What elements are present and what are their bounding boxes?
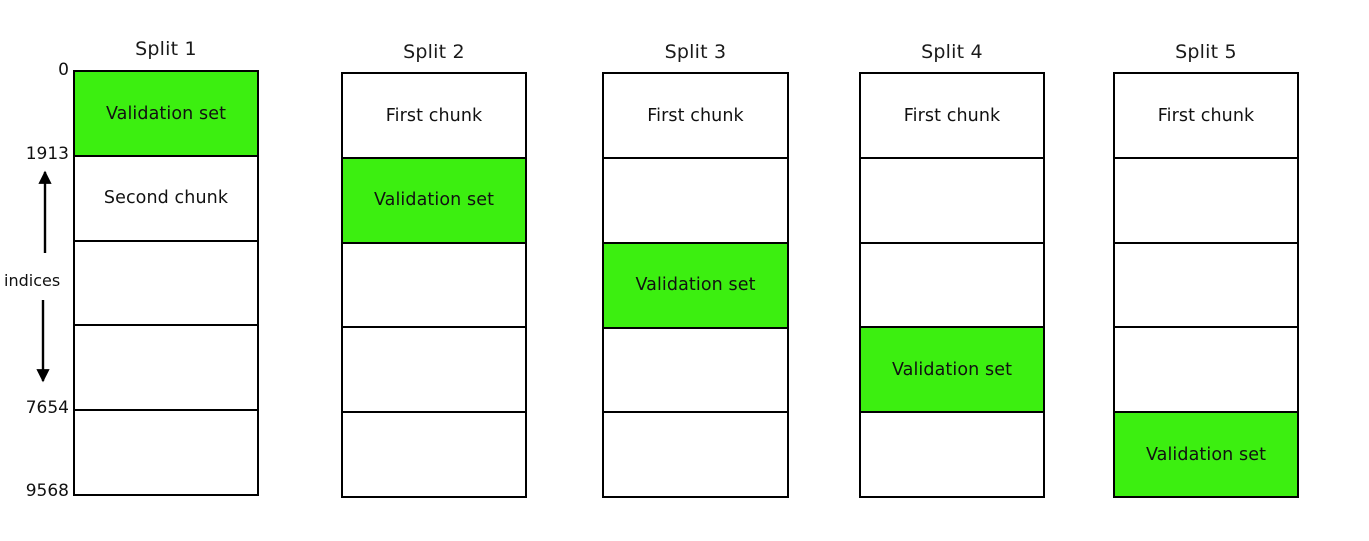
axis-tick-label: 0 (58, 60, 69, 80)
chunk-label: Validation set (373, 190, 495, 211)
axis-tick-label: 7654 (25, 398, 69, 418)
chunk-cell (1113, 241, 1299, 329)
chunk-cell (341, 326, 527, 414)
validation-chunk-cell: Validation set (341, 156, 527, 244)
chunk-cell (341, 411, 527, 499)
validation-chunk-cell: Validation set (73, 70, 259, 157)
chunk-label: Second chunk (103, 188, 229, 209)
chunk-label: Validation set (891, 359, 1013, 380)
chunk-label: First chunk (1157, 105, 1255, 126)
axis-tick-label: 1913 (25, 144, 69, 164)
chunk-cell: First chunk (602, 72, 789, 159)
chunk-cell: Second chunk (73, 154, 259, 242)
split-title: Split 2 (403, 41, 465, 63)
split-title: Split 5 (1175, 41, 1237, 63)
chunk-label: First chunk (647, 105, 744, 126)
split-title: Split 4 (921, 41, 983, 63)
chunk-label: Validation set (1145, 444, 1267, 465)
chunk-cell (859, 411, 1045, 499)
split-title: Split 3 (664, 41, 727, 63)
chunk-label: First chunk (903, 105, 1001, 126)
chunk-cell (341, 241, 527, 329)
chunk-cell (73, 239, 259, 327)
chunk-label: Validation set (635, 275, 756, 296)
validation-chunk-cell: Validation set (602, 241, 789, 329)
chunk-label: Validation set (105, 103, 227, 124)
validation-chunk-cell: Validation set (1113, 411, 1299, 499)
chunk-cell (1113, 326, 1299, 414)
chunk-cell (602, 156, 789, 244)
axis-tick-label: 9568 (25, 481, 69, 501)
chunk-cell (859, 241, 1045, 329)
chunk-label: First chunk (385, 105, 483, 126)
chunk-cell: First chunk (859, 72, 1045, 159)
chunk-cell: First chunk (1113, 72, 1299, 159)
chunk-cell (73, 409, 259, 497)
chunk-cell (1113, 156, 1299, 244)
indices-axis-caption: indices (4, 271, 61, 290)
validation-chunk-cell: Validation set (859, 326, 1045, 414)
chunk-cell: First chunk (341, 72, 527, 159)
chunk-cell (602, 326, 789, 414)
split-title: Split 1 (135, 38, 197, 60)
chunk-cell (602, 411, 789, 499)
chunk-cell (859, 156, 1045, 244)
chunk-cell (73, 324, 259, 412)
